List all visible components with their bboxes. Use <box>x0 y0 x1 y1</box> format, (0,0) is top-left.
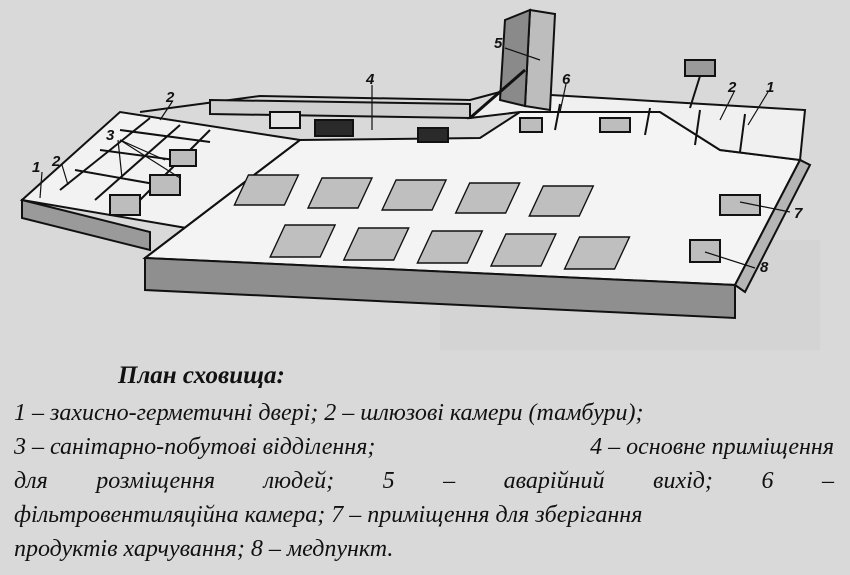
diagram-caption: План сховища: 1 – захисно-герметичні две… <box>14 360 834 565</box>
callout-4: 4 <box>365 71 375 88</box>
shelter-plan-diagram: 1 2 3 4 5 6 2 1 7 8 2 <box>19 8 812 320</box>
callout-3: 3 <box>106 127 115 144</box>
caption-line-4: фільтровентиляційна камера; 7 – приміщен… <box>14 502 643 528</box>
callout-leaders <box>39 47 791 269</box>
callout-1-left: 1 <box>32 159 40 176</box>
caption-line-2: 3 – санітарно-побутові відділення; 4 – о… <box>14 434 834 460</box>
caption-line-5: продуктів харчування; 8 – медпункт. <box>14 536 394 562</box>
caption-title: План сховища: <box>118 362 285 389</box>
caption-line-1: 1 – захисно-герметичні двері; 2 – шлюзов… <box>14 400 644 426</box>
callout-6: 6 <box>562 71 571 88</box>
left-wing-front-wall <box>21 198 151 252</box>
back-wall-device <box>314 119 354 137</box>
back-wall-device <box>269 111 301 129</box>
main-hall-front-wall <box>144 256 736 320</box>
callout-2-upper: 2 <box>165 89 175 106</box>
callout-labels: 1 2 3 4 5 6 2 1 7 8 2 <box>32 35 803 276</box>
caption-line-3: для розміщення людей; 5 – аварійний вихі… <box>14 468 834 494</box>
callout-2-right: 2 <box>727 79 737 96</box>
main-hall <box>139 91 812 320</box>
right-block <box>466 90 807 263</box>
back-wall-device <box>417 127 449 143</box>
vent-box <box>684 59 716 77</box>
callout-1-right: 1 <box>766 79 774 96</box>
bunk-rows <box>233 174 631 270</box>
callout-2-left: 2 <box>51 153 61 170</box>
callout-7: 7 <box>794 205 803 222</box>
callout-8: 8 <box>760 259 769 276</box>
callout-5: 5 <box>494 35 503 52</box>
